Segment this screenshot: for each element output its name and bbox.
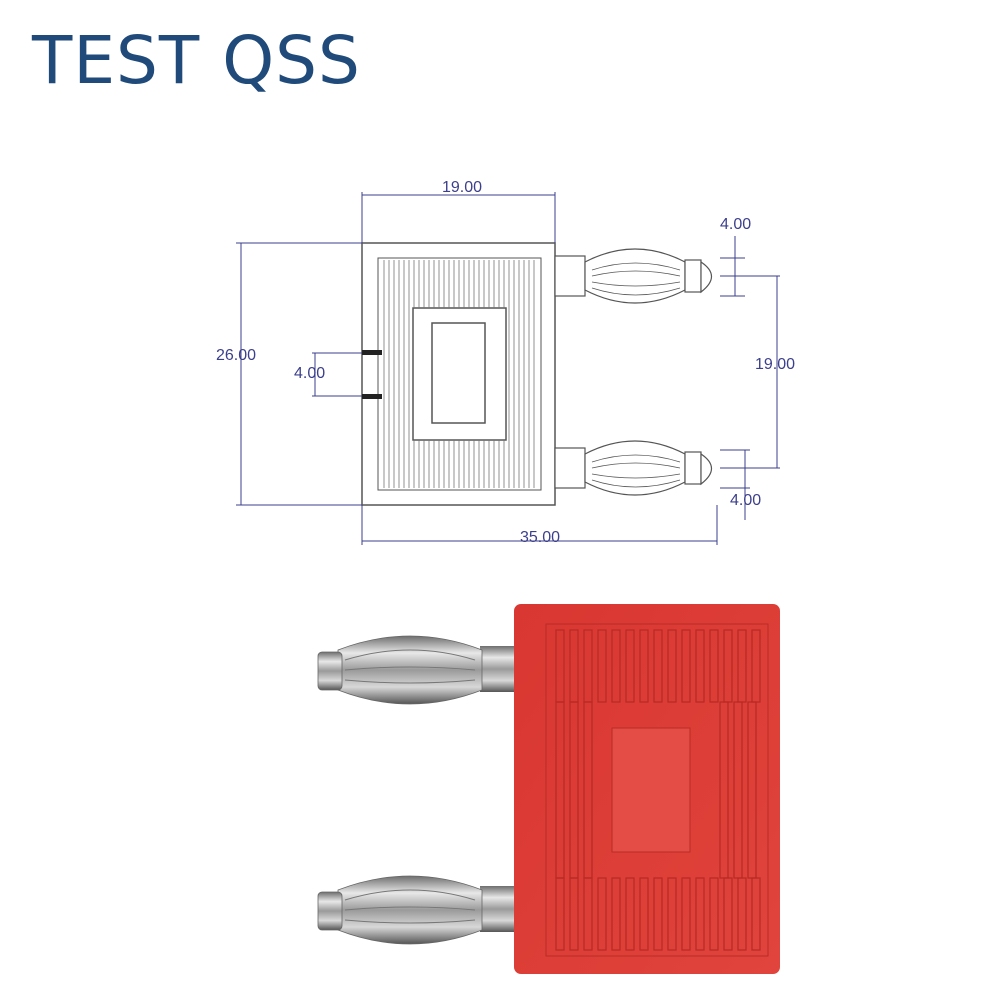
product-body xyxy=(514,604,780,974)
dimension-lines xyxy=(236,192,780,545)
dim-slot-gap: 4.00 xyxy=(294,365,325,382)
dim-overall-length: 35.00 xyxy=(520,529,560,546)
product-pin-top xyxy=(317,635,520,705)
drawing-pin-bottom xyxy=(554,440,713,496)
drawing-body xyxy=(361,242,556,506)
brand-title: TEST QSS xyxy=(32,22,361,99)
dim-body-width: 19.00 xyxy=(442,179,482,196)
dim-body-height: 26.00 xyxy=(216,347,256,364)
drawing-ribs xyxy=(383,260,535,488)
dim-pin-diameter-top: 4.00 xyxy=(720,216,751,233)
dim-pin-spacing: 19.00 xyxy=(755,356,795,373)
product-pin-bottom xyxy=(317,875,520,945)
drawing-slots xyxy=(362,350,382,399)
dim-pin-diameter-bottom: 4.00 xyxy=(730,492,761,509)
drawing-pin-top xyxy=(554,248,713,304)
dimension-labels: 19.00 26.00 4.00 4.00 19.00 4.00 35.00 xyxy=(216,179,795,546)
